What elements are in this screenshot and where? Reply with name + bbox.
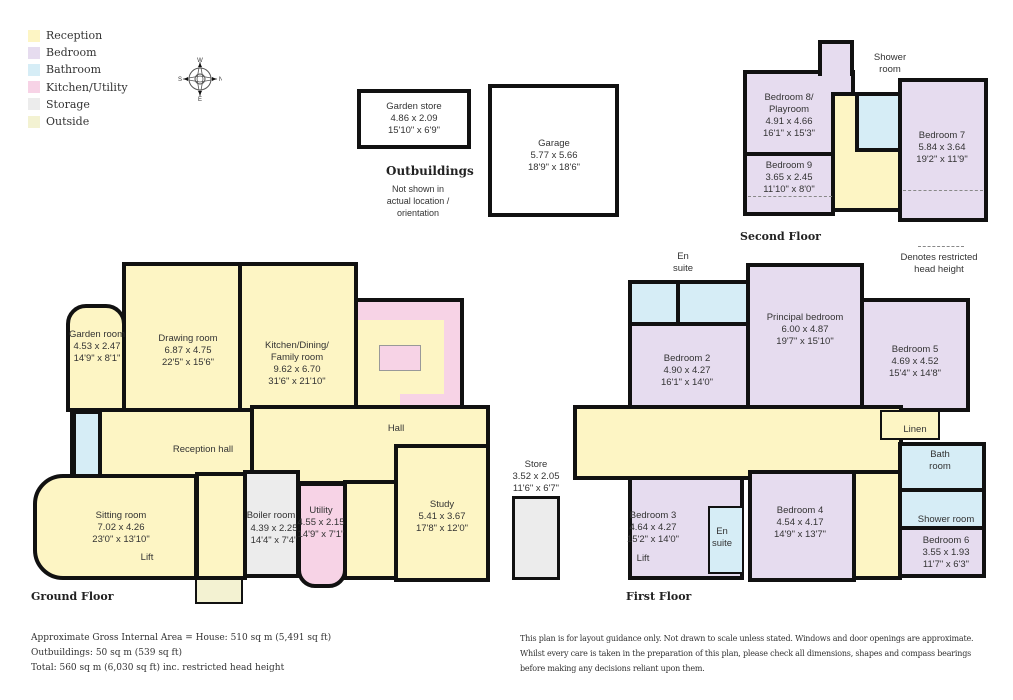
restricted-height-key	[918, 246, 964, 247]
room-bedroom-4	[748, 470, 856, 582]
room-garage	[488, 84, 619, 217]
room-bedroom-7	[898, 78, 988, 222]
hall-label: Hall	[387, 423, 405, 434]
bedroom-8-alcove	[818, 40, 854, 76]
room-store	[512, 496, 560, 580]
room-linen	[880, 410, 940, 440]
lift-label: Lift	[140, 552, 154, 563]
bathroom-label: Bath room	[929, 449, 951, 472]
svg-text:S: S	[178, 77, 182, 83]
area-summary: Approximate Gross Internal Area = House:…	[31, 633, 332, 673]
room-bedroom-5	[860, 298, 970, 412]
legend-item-bedroom: Bedroom	[28, 44, 128, 61]
first-floor-title: First Floor	[626, 590, 692, 603]
room-en-suite-b3	[708, 506, 744, 574]
restricted-height-line	[748, 196, 832, 197]
legend-swatch	[28, 115, 40, 128]
shower-room-label: Shower room	[917, 514, 975, 525]
second-floor-title: Second Floor	[740, 230, 821, 243]
legend-item-kitchen: Kitchen/Utility	[28, 79, 128, 96]
legend-swatch	[28, 98, 40, 111]
kitchen-island	[379, 345, 421, 371]
svg-text:W: W	[197, 58, 203, 64]
room-sitting-room	[33, 474, 198, 580]
room-en-suite-b2	[628, 280, 680, 326]
room-study	[394, 444, 490, 582]
legend: Reception Bedroom Bathroom Kitchen/Utili…	[28, 27, 128, 130]
room-garden-store	[357, 89, 471, 149]
lift-1f-label: Lift	[636, 553, 650, 564]
first-floor-stairs	[852, 470, 902, 580]
legend-swatch	[28, 81, 40, 94]
room-cloakroom	[72, 410, 102, 480]
legend-swatch	[28, 29, 40, 42]
kitchen-counter	[358, 302, 460, 320]
room-en-suite-principal	[676, 280, 752, 326]
kitchen-counter	[444, 320, 460, 408]
legend-label: Kitchen/Utility	[46, 80, 128, 94]
legend-label: Reception	[46, 29, 103, 43]
reception-hall-label: Reception hall	[172, 444, 234, 455]
legend-label: Bedroom	[46, 46, 97, 60]
legend-item-storage: Storage	[28, 96, 128, 113]
room-kitchen-dining	[238, 262, 358, 412]
ground-floor-title: Ground Floor	[31, 590, 114, 603]
disclaimer: This plan is for layout guidance only. N…	[520, 634, 974, 673]
compass-icon: W E N S	[178, 58, 222, 101]
legend-label: Bathroom	[46, 63, 102, 77]
room-shower-room-2f	[855, 92, 903, 152]
hall-corridor	[343, 480, 399, 580]
restricted-height-line	[903, 190, 983, 191]
legend-swatch	[28, 63, 40, 76]
entrance-porch	[195, 578, 243, 604]
first-floor-landing	[573, 405, 903, 480]
linen-label: Linen	[903, 424, 927, 435]
legend-item-outside: Outside	[28, 113, 128, 130]
entrance-corridor	[195, 472, 247, 580]
en-suite-top-label: En suite	[672, 251, 694, 274]
legend-label: Storage	[46, 97, 90, 111]
room-utility	[297, 482, 347, 588]
svg-text:E: E	[198, 97, 202, 101]
legend-swatch	[28, 46, 40, 59]
legend-item-bathroom: Bathroom	[28, 61, 128, 78]
legend-item-reception: Reception	[28, 27, 128, 44]
en-suite-b3-label: En suite	[711, 526, 733, 549]
legend-label: Outside	[46, 115, 90, 129]
boiler-room-label: Boiler room	[246, 510, 296, 521]
outbuildings-note: Not shown in actual location / orientati…	[386, 184, 450, 218]
kitchen-counter	[400, 394, 444, 408]
outbuildings-title: Outbuildings	[386, 164, 474, 178]
svg-text:N: N	[219, 77, 222, 83]
restricted-note: Denotes restricted head height	[900, 252, 978, 275]
